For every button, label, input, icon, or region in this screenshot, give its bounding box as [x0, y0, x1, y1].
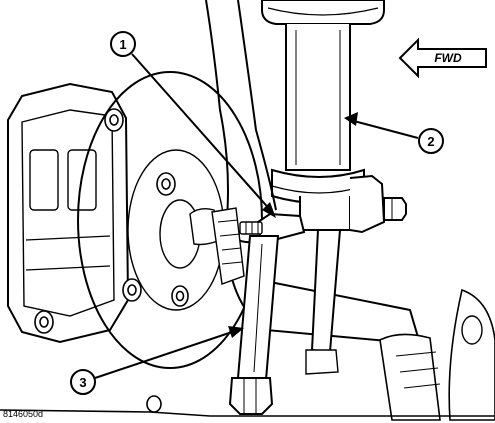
callout-2: 2 [344, 112, 444, 154]
bolt-mid-left [156, 172, 176, 196]
stabilizer-link [228, 212, 342, 415]
frame-border [0, 409, 495, 417]
fwd-label: FWD [434, 51, 462, 65]
brake-caliper [7, 82, 130, 344]
drive-axle [189, 207, 495, 421]
bolt-lower-left [122, 278, 142, 302]
bolt-upper-left [104, 108, 124, 132]
bolt-bottom-left [34, 310, 54, 334]
mounting-bolts [34, 108, 189, 413]
callout-1: 1 [110, 31, 276, 218]
callout-3-number: 3 [79, 375, 86, 390]
fwd-arrow: FWD [398, 37, 487, 79]
bolt-hub [171, 285, 189, 307]
callout-3: 3 [70, 326, 244, 395]
strut-assembly [261, 0, 407, 234]
callout-2-number: 2 [427, 134, 434, 149]
bolt-bottom [146, 395, 162, 413]
figure-id: 8146050d [3, 409, 43, 419]
callout-1-number: 1 [119, 37, 126, 52]
